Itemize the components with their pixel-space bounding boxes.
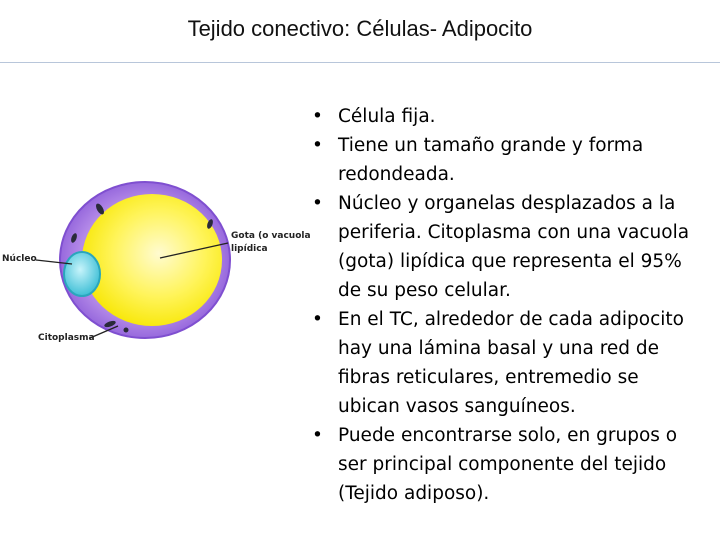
bullet-list: Célula fija. Tiene un tamaño grande y fo… [306,102,706,508]
gota-label-line1: Gota (o vacuola) [231,231,310,241]
title-divider [0,62,720,63]
nucleo-label: Núcleo [2,254,37,264]
organelle-shape [104,320,116,328]
nucleo-leader-line [35,259,73,265]
gota-label-line2: lipídica [231,244,268,254]
organelle-shape [71,233,77,243]
nucleus-shape [63,251,101,297]
organelle-shape [207,219,213,229]
adipocyte-diagram: Gota (o vacuola) lipídica Núcleo Citopla… [0,180,310,360]
organelle-shape [123,327,129,333]
citoplasma-leader-line [89,325,119,339]
list-item: Núcleo y organelas desplazados a la peri… [306,189,706,305]
lipid-droplet-shape [82,194,222,326]
list-item: Célula fija. [306,102,706,131]
organelle-shape [96,203,104,215]
list-item: Tiene un tamaño grande y forma redondead… [306,131,706,189]
adipocyte-illustration: Gota (o vacuola) lipídica Núcleo Citopla… [2,181,310,343]
gota-leader-line [159,242,229,259]
list-item: En el TC, alrededor de cada adipocito ha… [306,305,706,421]
list-item: Puede encontrarse solo, en grupos o ser … [306,421,706,508]
slide-title: Tejido conectivo: Células- Adipocito [187,16,533,41]
citoplasma-label: Citoplasma [38,333,95,343]
